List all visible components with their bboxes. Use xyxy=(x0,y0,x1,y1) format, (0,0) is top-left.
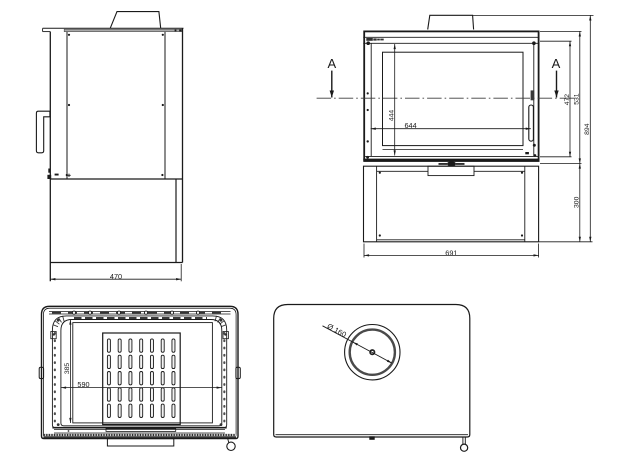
svg-text:470: 470 xyxy=(110,272,122,281)
svg-text:894: 894 xyxy=(584,123,591,135)
svg-text:644: 644 xyxy=(405,121,417,130)
svg-text:472: 472 xyxy=(564,94,571,106)
svg-text:590: 590 xyxy=(77,380,89,389)
svg-text:300: 300 xyxy=(573,196,580,208)
svg-text:444: 444 xyxy=(389,110,396,122)
svg-text:385: 385 xyxy=(64,363,71,375)
svg-text:A: A xyxy=(327,56,336,71)
svg-text:A: A xyxy=(552,56,561,71)
svg-text:531: 531 xyxy=(573,93,580,105)
svg-text:691: 691 xyxy=(445,249,457,258)
